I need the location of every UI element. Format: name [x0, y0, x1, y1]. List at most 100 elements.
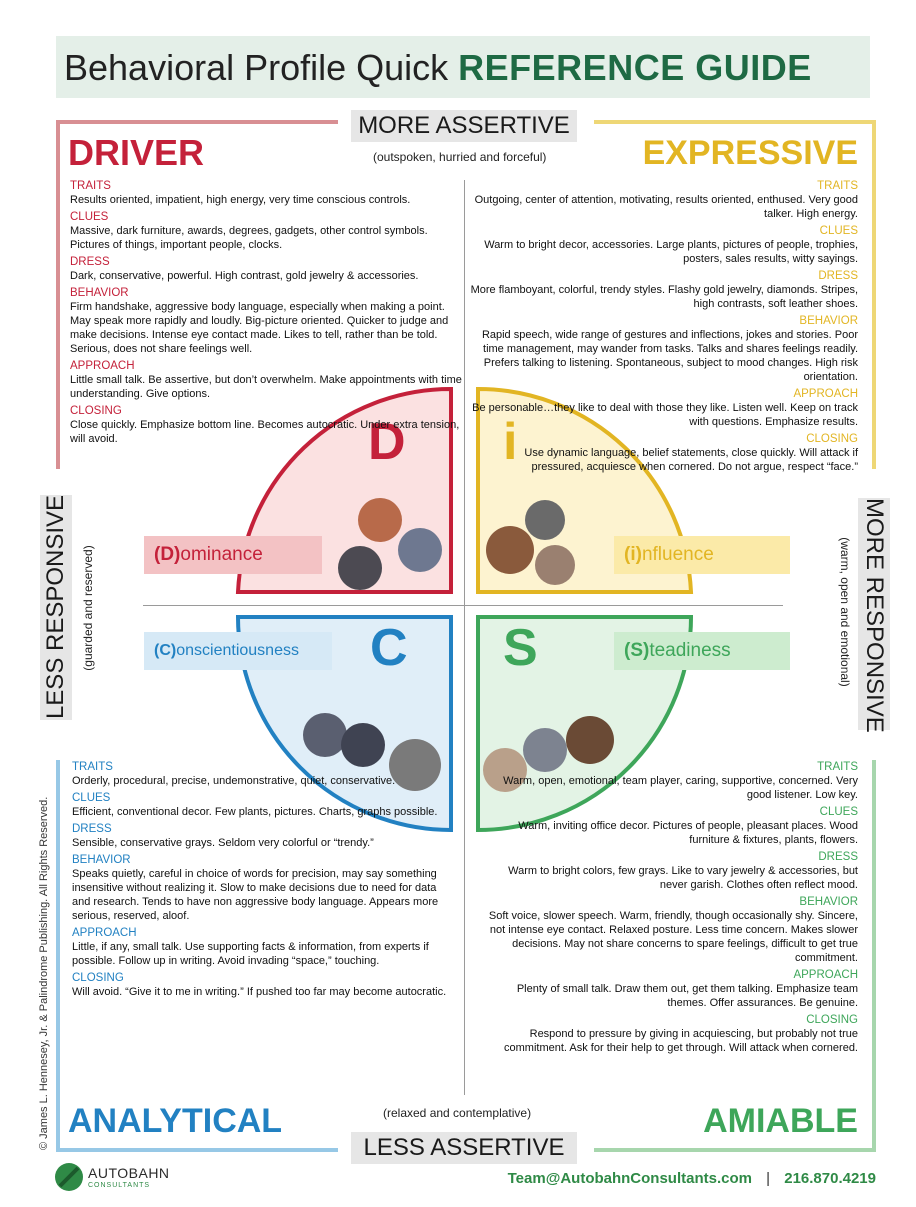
analytical-section-heading: CLOSING [72, 972, 124, 984]
driver-section-text: Close quickly. Emphasize bottom line. Be… [70, 419, 460, 445]
analytical-section-text: Efficient, conventional decor. Few plant… [72, 806, 438, 818]
analytical-section-text: Sensible, conservative grays. Seldom ver… [72, 837, 374, 849]
amiable-section-text: Respond to pressure by giving in acquies… [504, 1028, 858, 1054]
contact-separator: | [766, 1170, 771, 1187]
driver-portrait-3 [338, 546, 382, 590]
analytical-section-heading: CLUES [72, 792, 111, 804]
expressive-title: EXPRESSIVE [642, 134, 858, 172]
driver-section-heading: CLOSING [70, 405, 122, 417]
expressive-details: TRAITS Outgoing, center of attention, mot… [470, 176, 858, 474]
expressive-portrait-2 [525, 500, 565, 540]
amiable-section-heading: CLOSING [806, 1014, 858, 1026]
expressive-section-text: Use dynamic language, belief statements,… [524, 447, 858, 473]
analytical-details: TRAITS Orderly, procedural, precise, unde… [72, 757, 452, 999]
expressive-section-text: Be personable…they like to deal with tho… [472, 402, 858, 428]
expressive-section-heading: CLUES [819, 225, 858, 237]
expressive-section-text: Warm to bright decor, accessories. Large… [484, 239, 858, 265]
analytical-portrait-2 [341, 723, 385, 767]
amiable-section-heading: BEHAVIOR [799, 896, 858, 908]
dominance-prefix: (D) [154, 544, 181, 565]
amiable-section-text: Warm to bright colors, few grays. Like t… [508, 865, 858, 891]
axis-left-box: LESS RESPONSIVE [40, 495, 72, 720]
amiable-section-text: Soft voice, slower speech. Warm, friendl… [488, 910, 858, 964]
logo-sub: CONSULTANTS [88, 1182, 151, 1189]
axis-bottom-label: LESS ASSERTIVE [351, 1132, 577, 1164]
conscientiousness-rest: onscientiousness [176, 642, 299, 659]
analytical-portrait-1 [303, 713, 347, 757]
amiable-section-text: Warm, open, emotional, team player, cari… [503, 775, 858, 801]
driver-section-heading: CLUES [70, 211, 109, 223]
driver-title: DRIVER [68, 132, 205, 173]
driver-section-heading: DRESS [70, 256, 110, 268]
expressive-section-heading: TRAITS [817, 180, 858, 192]
influence-rest: nfluence [641, 544, 714, 565]
driver-section-text: Massive, dark furniture, awards, degrees… [70, 225, 428, 251]
expressive-portrait-3 [535, 545, 575, 585]
letter-c: C [370, 619, 408, 677]
analytical-title: ANALYTICAL [68, 1102, 283, 1140]
expressive-section-text: More flamboyant, colorful, trendy styles… [470, 284, 858, 310]
analytical-section-heading: APPROACH [72, 927, 137, 939]
analytical-section-text: Orderly, procedural, precise, undemonstr… [72, 775, 396, 787]
driver-portrait-1 [358, 498, 402, 542]
expressive-section-text: Rapid speech, wide range of gestures and… [481, 329, 858, 383]
driver-section-text: Dark, conservative, powerful. High contr… [70, 270, 419, 282]
driver-section-text: Little small talk. Be assertive, but don… [70, 374, 462, 400]
analytical-portrait-3 [389, 739, 441, 791]
expressive-section-heading: DRESS [818, 270, 858, 282]
analytical-section-heading: TRAITS [72, 761, 113, 773]
driver-section-heading: TRAITS [70, 180, 111, 192]
horizontal-axis-line [143, 605, 783, 606]
title-banner [56, 36, 870, 98]
analytical-section-heading: DRESS [72, 823, 112, 835]
influence-prefix: (i) [624, 544, 642, 565]
conscientiousness-label: (C)onscientiousness [144, 632, 332, 670]
amiable-section-heading: TRAITS [817, 761, 858, 773]
analytical-frame [56, 760, 338, 1152]
title-bold: REFERENCE GUIDE [458, 47, 812, 88]
conscientiousness-prefix: (C) [154, 642, 177, 659]
page-title: Behavioral Profile Quick REFERENCE GUIDE [64, 46, 812, 90]
analytical-section-heading: BEHAVIOR [72, 854, 131, 866]
amiable-portrait-2 [523, 728, 567, 772]
driver-portrait-2 [398, 528, 442, 572]
amiable-details: TRAITS Warm, open, emotional, team player… [480, 757, 858, 1055]
analytical-section-text: Speaks quietly, careful in choice of wor… [72, 868, 439, 922]
driver-section-heading: APPROACH [70, 360, 135, 372]
driver-section-heading: BEHAVIOR [70, 287, 129, 299]
influence-label: (i)nfluence [614, 536, 790, 574]
amiable-frame [594, 760, 876, 1152]
driver-frame [56, 120, 338, 469]
title-plain: Behavioral Profile Quick [64, 47, 459, 88]
letter-i: i [503, 413, 518, 471]
analytical-section-text: Will avoid. “Give it to me in writing.” … [72, 986, 447, 998]
contact-line: Team@AutobahnConsultants.com | 216.870.4… [508, 1170, 876, 1187]
logo-name: AUTOBAHN [88, 1165, 170, 1181]
expressive-section-heading: BEHAVIOR [799, 315, 858, 327]
contact-email[interactable]: Team@AutobahnConsultants.com [507, 1170, 752, 1187]
autobahn-logo-icon [55, 1163, 83, 1191]
letter-d: D [368, 413, 406, 471]
copyright-text: © James L. Hennesey, Jr. & Palindrome Pu… [38, 796, 50, 1150]
amiable-section-text: Plenty of small talk. Draw them out, get… [516, 983, 858, 1009]
expressive-section-heading: APPROACH [793, 388, 858, 400]
axis-right-box: MORE RESPONSIVE [858, 498, 890, 733]
amiable-portrait-3 [566, 716, 614, 764]
expressive-section-text: Outgoing, center of attention, motivatin… [474, 194, 858, 220]
driver-section-text: Results oriented, impatient, high energy… [70, 194, 411, 206]
vertical-axis-line [464, 180, 465, 1095]
expressive-section-heading: CLOSING [806, 433, 858, 445]
steadiness-prefix: (S) [624, 640, 650, 661]
contact-phone[interactable]: 216.870.4219 [784, 1170, 876, 1187]
dominance-label: (D)ominance [144, 536, 322, 574]
analytical-section-text: Little, if any, small talk. Use supporti… [72, 941, 429, 967]
letter-s: S [503, 619, 538, 677]
amiable-portrait-1 [483, 748, 527, 792]
amiable-section-text: Warm, inviting office decor. Pictures of… [518, 820, 858, 846]
steadiness-rest: teadiness [649, 640, 731, 661]
amiable-title: AMIABLE [703, 1102, 858, 1140]
driver-details: TRAITS Results oriented, impatient, high … [70, 176, 462, 446]
amiable-section-heading: APPROACH [793, 969, 858, 981]
steadiness-label: (S)teadiness [614, 632, 790, 670]
